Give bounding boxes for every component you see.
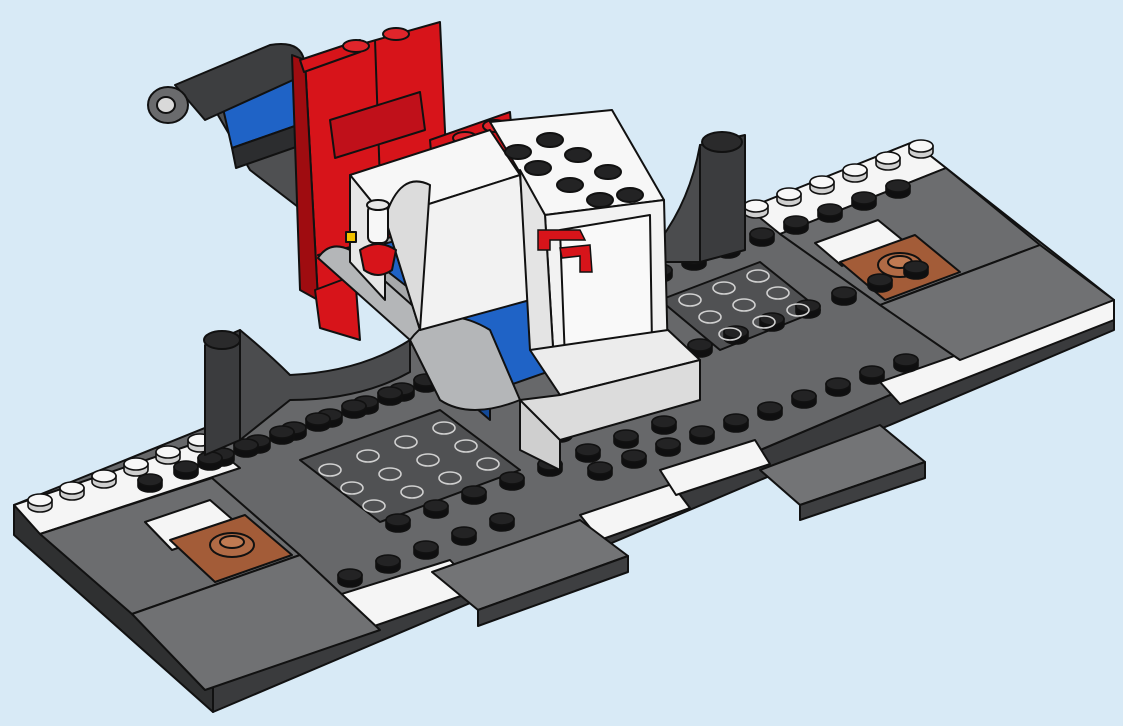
round-tile-icon xyxy=(169,514,293,583)
stud-icon xyxy=(461,485,487,505)
open-stud-icon xyxy=(746,269,770,283)
stud-icon xyxy=(613,429,639,449)
stud-icon xyxy=(413,540,439,560)
open-stud-icon xyxy=(438,471,462,485)
pipe-connector-icon xyxy=(147,43,305,124)
tile-right-b xyxy=(879,244,1115,361)
stud-icon xyxy=(875,151,901,171)
open-stud-icon xyxy=(698,310,722,324)
stud-icon xyxy=(903,260,929,280)
open-stud-icon xyxy=(718,327,742,341)
stud-icon xyxy=(817,203,843,223)
stud-icon xyxy=(341,399,367,419)
open-stud-icon xyxy=(712,281,736,295)
stud-icon xyxy=(59,481,85,501)
stud-icon xyxy=(575,443,601,463)
open-stud-icon xyxy=(476,457,500,471)
stud-icon xyxy=(337,568,363,588)
stud-icon xyxy=(155,445,181,465)
stud-icon xyxy=(305,412,331,432)
stud-icon xyxy=(385,513,411,533)
stud-icon xyxy=(842,163,868,183)
stud-icon xyxy=(91,469,117,489)
stud-icon xyxy=(776,187,802,207)
stud-icon xyxy=(377,386,403,406)
stud-icon xyxy=(867,273,893,293)
white-cockpit xyxy=(349,109,701,471)
logo-mark xyxy=(537,229,587,251)
stud-icon xyxy=(451,526,477,546)
stud-icon xyxy=(499,471,525,491)
lamp-icon xyxy=(345,199,397,276)
open-stud-icon xyxy=(356,449,380,463)
right-bracket xyxy=(647,131,746,263)
stud-icon xyxy=(197,451,223,471)
stud-icon xyxy=(655,437,681,457)
open-stud-icon xyxy=(318,463,342,477)
open-stud-icon xyxy=(378,467,402,481)
stud-icon xyxy=(757,401,783,421)
stud-icon xyxy=(137,473,163,493)
stud-icon xyxy=(587,461,613,481)
open-stud-icon xyxy=(678,293,702,307)
stud-icon xyxy=(749,227,775,247)
stud-icon xyxy=(908,139,934,159)
stud-icon xyxy=(27,493,53,513)
stud-icon xyxy=(651,415,677,435)
stud-icon xyxy=(783,215,809,235)
rear-body xyxy=(147,43,317,221)
open-stud-icon xyxy=(400,485,424,499)
stud-icon xyxy=(375,554,401,574)
open-stud-icon xyxy=(454,439,478,453)
stud-rows xyxy=(27,139,934,588)
stud-icon xyxy=(489,512,515,532)
stud-icon xyxy=(825,377,851,397)
open-stud-icon xyxy=(766,286,790,300)
open-stud-icon xyxy=(340,481,364,495)
open-stud-icon xyxy=(362,499,386,513)
stud-icon xyxy=(233,438,259,458)
stud-icon xyxy=(859,365,885,385)
stud-icon xyxy=(831,286,857,306)
stud-icon xyxy=(893,353,919,373)
tile-front-left-side xyxy=(477,555,629,627)
stud-icon xyxy=(123,457,149,477)
open-stud-icon xyxy=(786,303,810,317)
stud-icon xyxy=(743,199,769,219)
open-stud-icon xyxy=(432,421,456,435)
white-strip-front-3 xyxy=(659,439,771,496)
left-bracket xyxy=(203,329,411,456)
stud-icon xyxy=(173,460,199,480)
stud-icon xyxy=(809,175,835,195)
stud-icon xyxy=(621,449,647,469)
stud-icon xyxy=(269,425,295,445)
stud-icon xyxy=(791,389,817,409)
cockpit-studs xyxy=(504,132,644,208)
stud-icon xyxy=(885,179,911,199)
open-stud-icon xyxy=(416,453,440,467)
stud-icon xyxy=(851,191,877,211)
stud-icon xyxy=(723,413,749,433)
open-stud-icon xyxy=(394,435,418,449)
stud-icon xyxy=(423,499,449,519)
tile-left-b xyxy=(131,554,381,691)
tile-front-right-side xyxy=(799,461,926,521)
open-stud-icon xyxy=(752,315,776,329)
stud-icon xyxy=(689,425,715,445)
open-stud-icon xyxy=(732,298,756,312)
